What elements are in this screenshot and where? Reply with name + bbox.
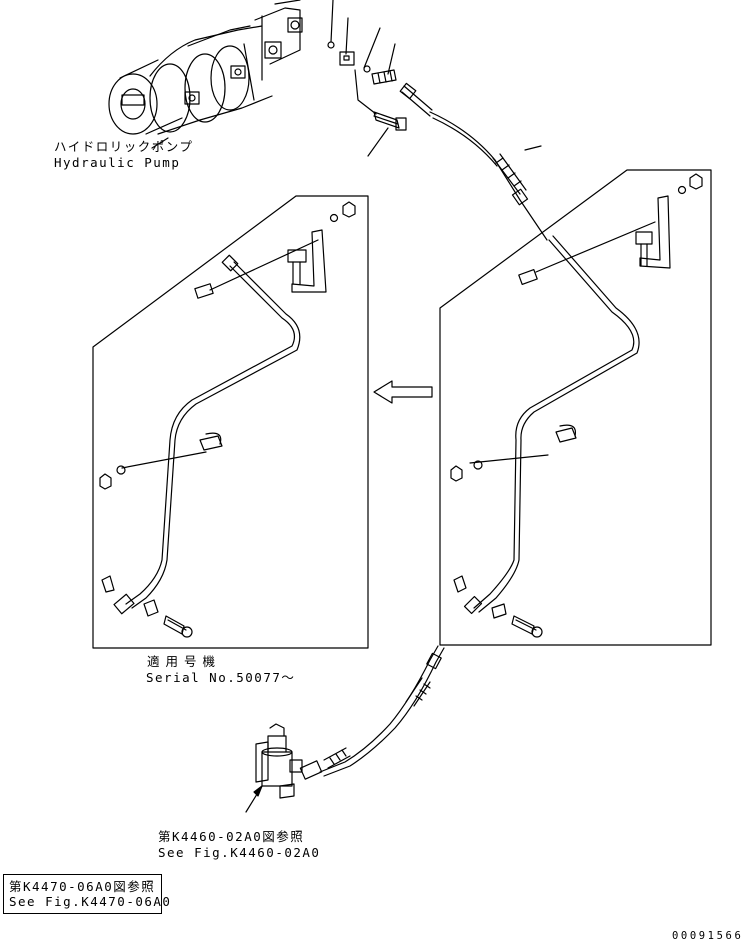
page-reference-box: 第K4470-06A0図参照 See Fig.K4470-06A0 [3,874,172,914]
right-detail-panel [439,169,712,646]
right-bottom-bolt [511,615,543,638]
serial-label-en: Serial No.50077～ [146,670,296,685]
left-bottom-bolt [163,615,193,638]
left-detail-panel [92,195,369,649]
valve-ref-jp: 第K4460-02A0図参照 [158,829,305,844]
upper-hose [399,82,548,241]
page-ref-jp: 第K4470-06A0図参照 [9,879,156,894]
lower-hose [299,645,445,780]
left-arrow-icon [373,380,433,404]
valve-ref-en: See Fig.K4460-02A0 [158,845,321,860]
left-panel-tube [99,201,356,638]
pump-label-jp: ハイドロリックポンプ [54,139,194,154]
right-bracket-bolt [635,231,653,267]
right-panel-tube [450,173,703,638]
pump-label-en: Hydraulic Pump [54,155,181,170]
document-number: 00091566 [672,930,744,942]
adapter-fitting [371,69,397,85]
left-bracket-bolt [287,249,307,285]
solenoid-valve [255,723,303,799]
mounting-bolt [373,111,407,131]
hydraulic-pump [108,0,303,135]
serial-label-jp: 適用号機 [147,654,222,669]
page-ref-en: See Fig.K4470-06A0 [9,894,172,909]
